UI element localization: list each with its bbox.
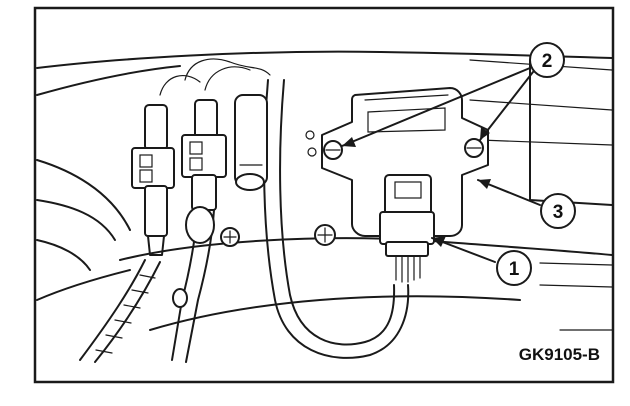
illustration: [36, 50, 613, 363]
callout-2-label: 2: [542, 51, 553, 72]
callout-leaders: [341, 67, 541, 263]
callout-3: 3: [540, 193, 576, 229]
callout-1-label: 1: [509, 259, 520, 280]
callout-3-label: 3: [553, 202, 564, 223]
callout-2: 2: [529, 42, 565, 78]
figure-id-label: GK9105-B: [519, 345, 600, 364]
callout-1: 1: [496, 250, 532, 286]
